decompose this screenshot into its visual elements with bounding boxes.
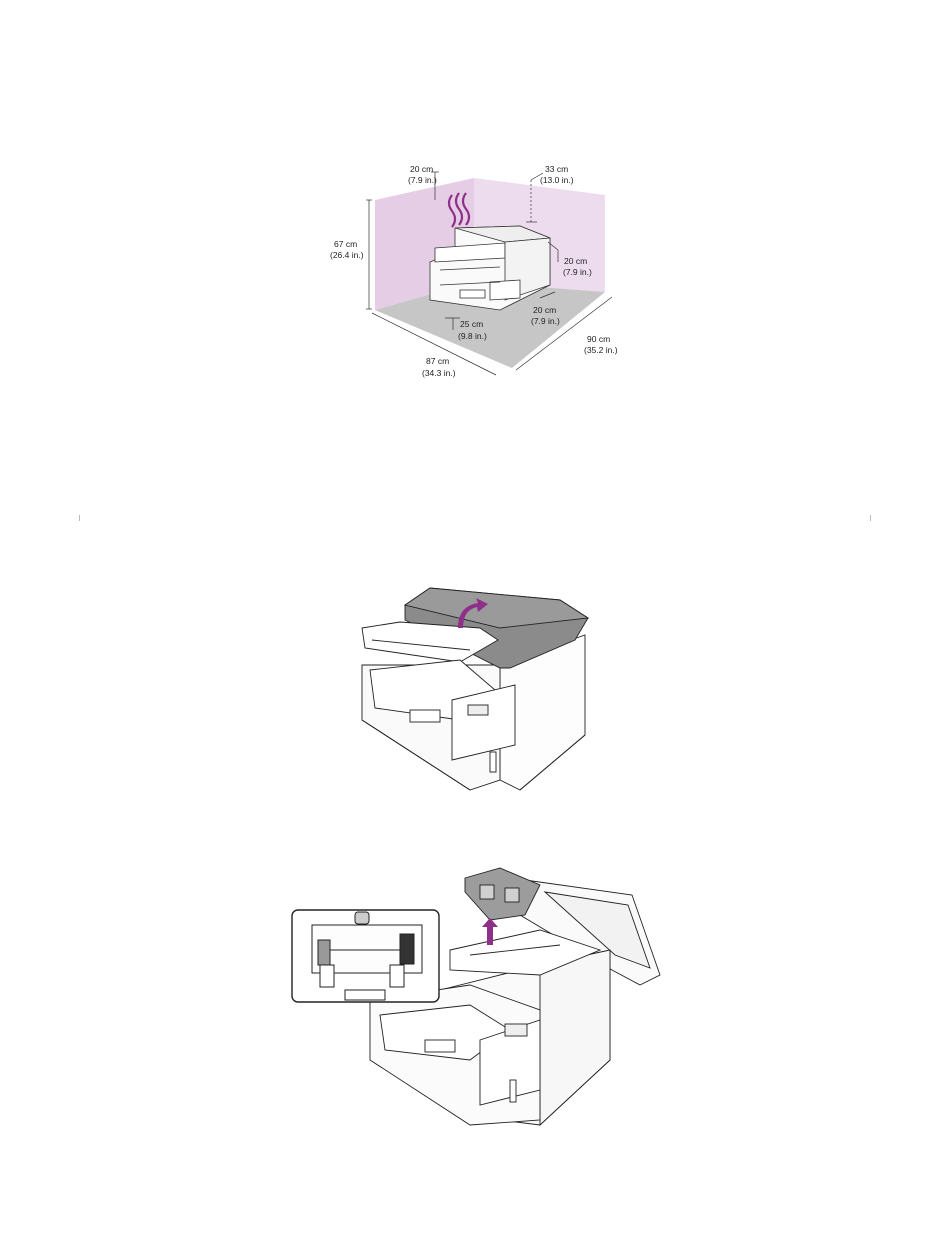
- dim-label-5: 25 cm: [460, 319, 483, 329]
- dim-label-7-imperial: (34.3 in.): [422, 368, 456, 378]
- open-cover-illustration: [355, 580, 595, 795]
- dim-label-2: 67 cm: [334, 239, 357, 249]
- dim-label-3-imperial: (7.9 in.): [563, 267, 592, 277]
- dim-label-0-imperial: (7.9 in.): [408, 175, 437, 185]
- dim-label-4: 20 cm: [533, 305, 556, 315]
- dim-label-0: 20 cm: [410, 164, 433, 174]
- dim-label-7: 87 cm: [426, 356, 449, 366]
- dim-label-1: 33 cm: [545, 164, 568, 174]
- dim-label-5-imperial: (9.8 in.): [458, 331, 487, 341]
- dim-label-3: 20 cm: [564, 256, 587, 266]
- inset-detail: [292, 910, 439, 1002]
- clearance-diagram: 20 cm (7.9 in.) 33 cm (13.0 in.) 67 cm (…: [320, 160, 630, 385]
- dim-label-2-imperial: (26.4 in.): [330, 250, 364, 260]
- crop-mark-left: [79, 515, 80, 521]
- dim-label-6: 90 cm: [587, 334, 610, 344]
- remove-roller-illustration: [290, 865, 675, 1130]
- dim-label-1-imperial: (13.0 in.): [540, 175, 574, 185]
- crop-mark-right: [870, 515, 871, 521]
- dim-label-6-imperial: (35.2 in.): [584, 345, 618, 355]
- dim-label-4-imperial: (7.9 in.): [531, 316, 560, 326]
